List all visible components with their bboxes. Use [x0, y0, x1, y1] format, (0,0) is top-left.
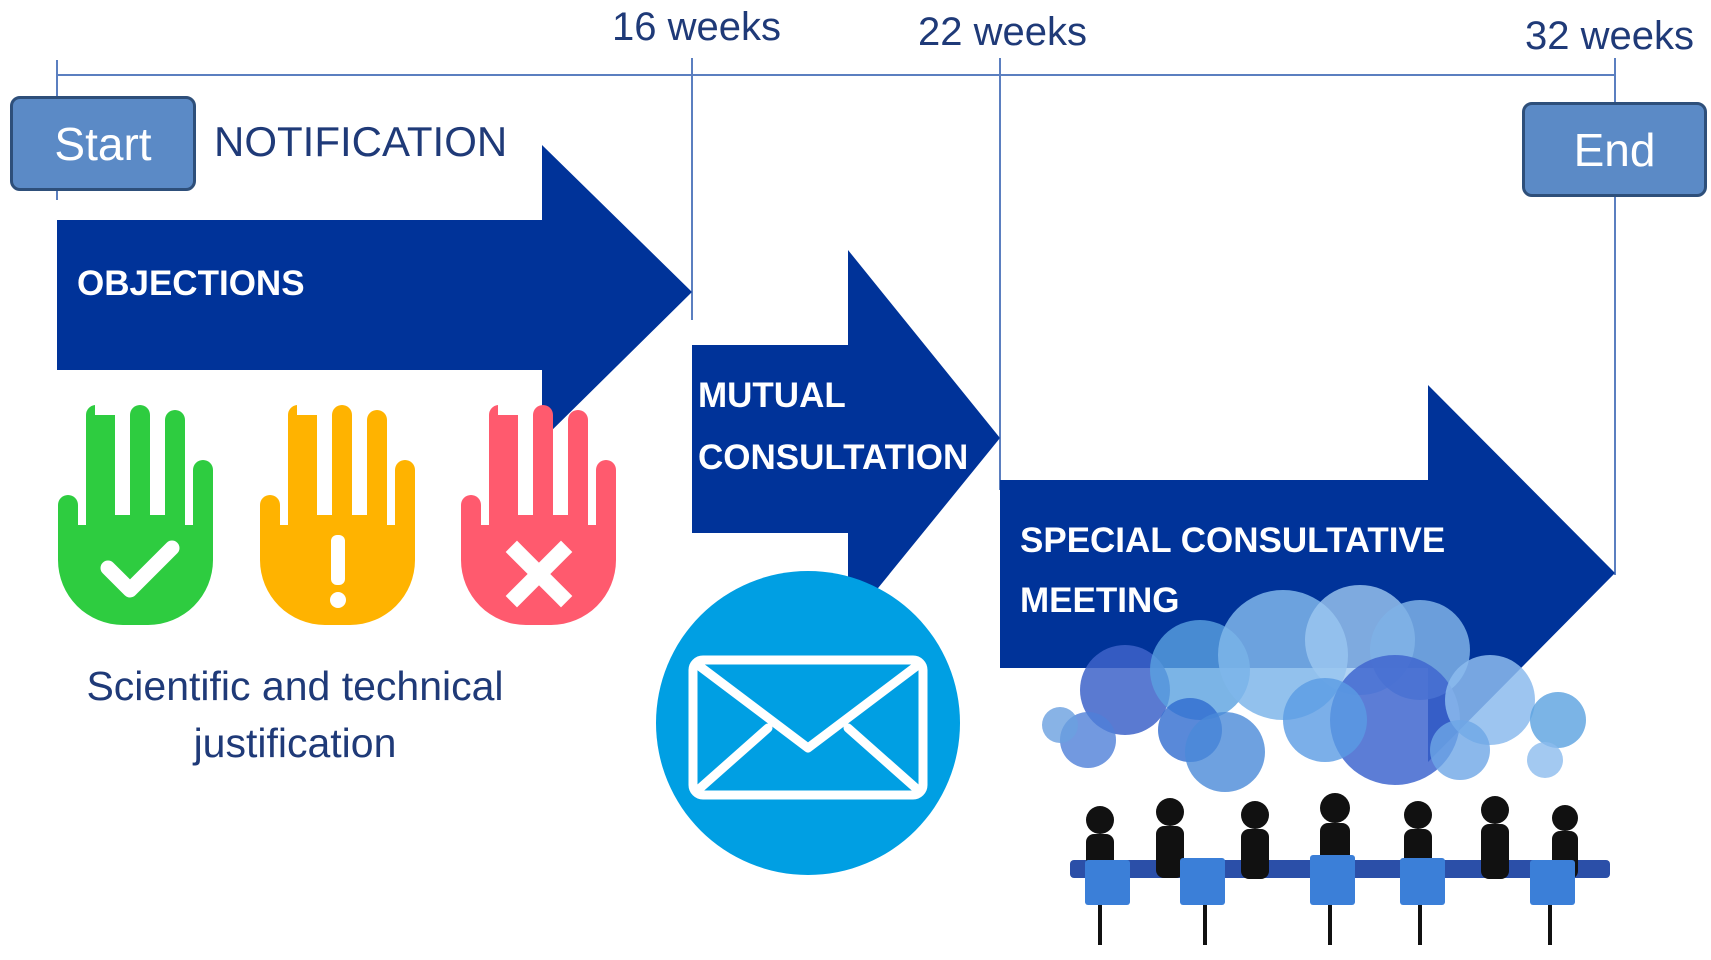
caption-line-2: justification: [193, 720, 397, 766]
start-box: Start: [10, 96, 196, 191]
week-label-16: 16 weeks: [612, 5, 781, 49]
mutual-label-line2: CONSULTATION: [698, 438, 969, 477]
arrow-mutual-consultation: [692, 250, 1000, 625]
hand-warning-icon: [260, 405, 415, 625]
arrow-objections: [57, 145, 692, 440]
special-label-line1: SPECIAL CONSULTATIVE: [1020, 521, 1446, 560]
week-label-32: 32 weeks: [1525, 14, 1694, 58]
special-label-line2: MEETING: [1020, 581, 1180, 620]
notification-label: NOTIFICATION: [214, 118, 508, 165]
hand-check-icon: [58, 405, 213, 625]
mutual-label-line1: MUTUAL: [698, 376, 846, 415]
envelope-icon: [656, 571, 960, 875]
caption-line-1: Scientific and technical: [86, 663, 504, 709]
week-label-22: 22 weeks: [918, 10, 1087, 54]
hand-cross-icon: [461, 405, 616, 625]
end-box: End: [1522, 102, 1707, 197]
justification-caption: Scientific and technical justification: [60, 658, 530, 772]
meeting-icon: [1042, 585, 1610, 945]
objections-label: OBJECTIONS: [77, 264, 305, 303]
